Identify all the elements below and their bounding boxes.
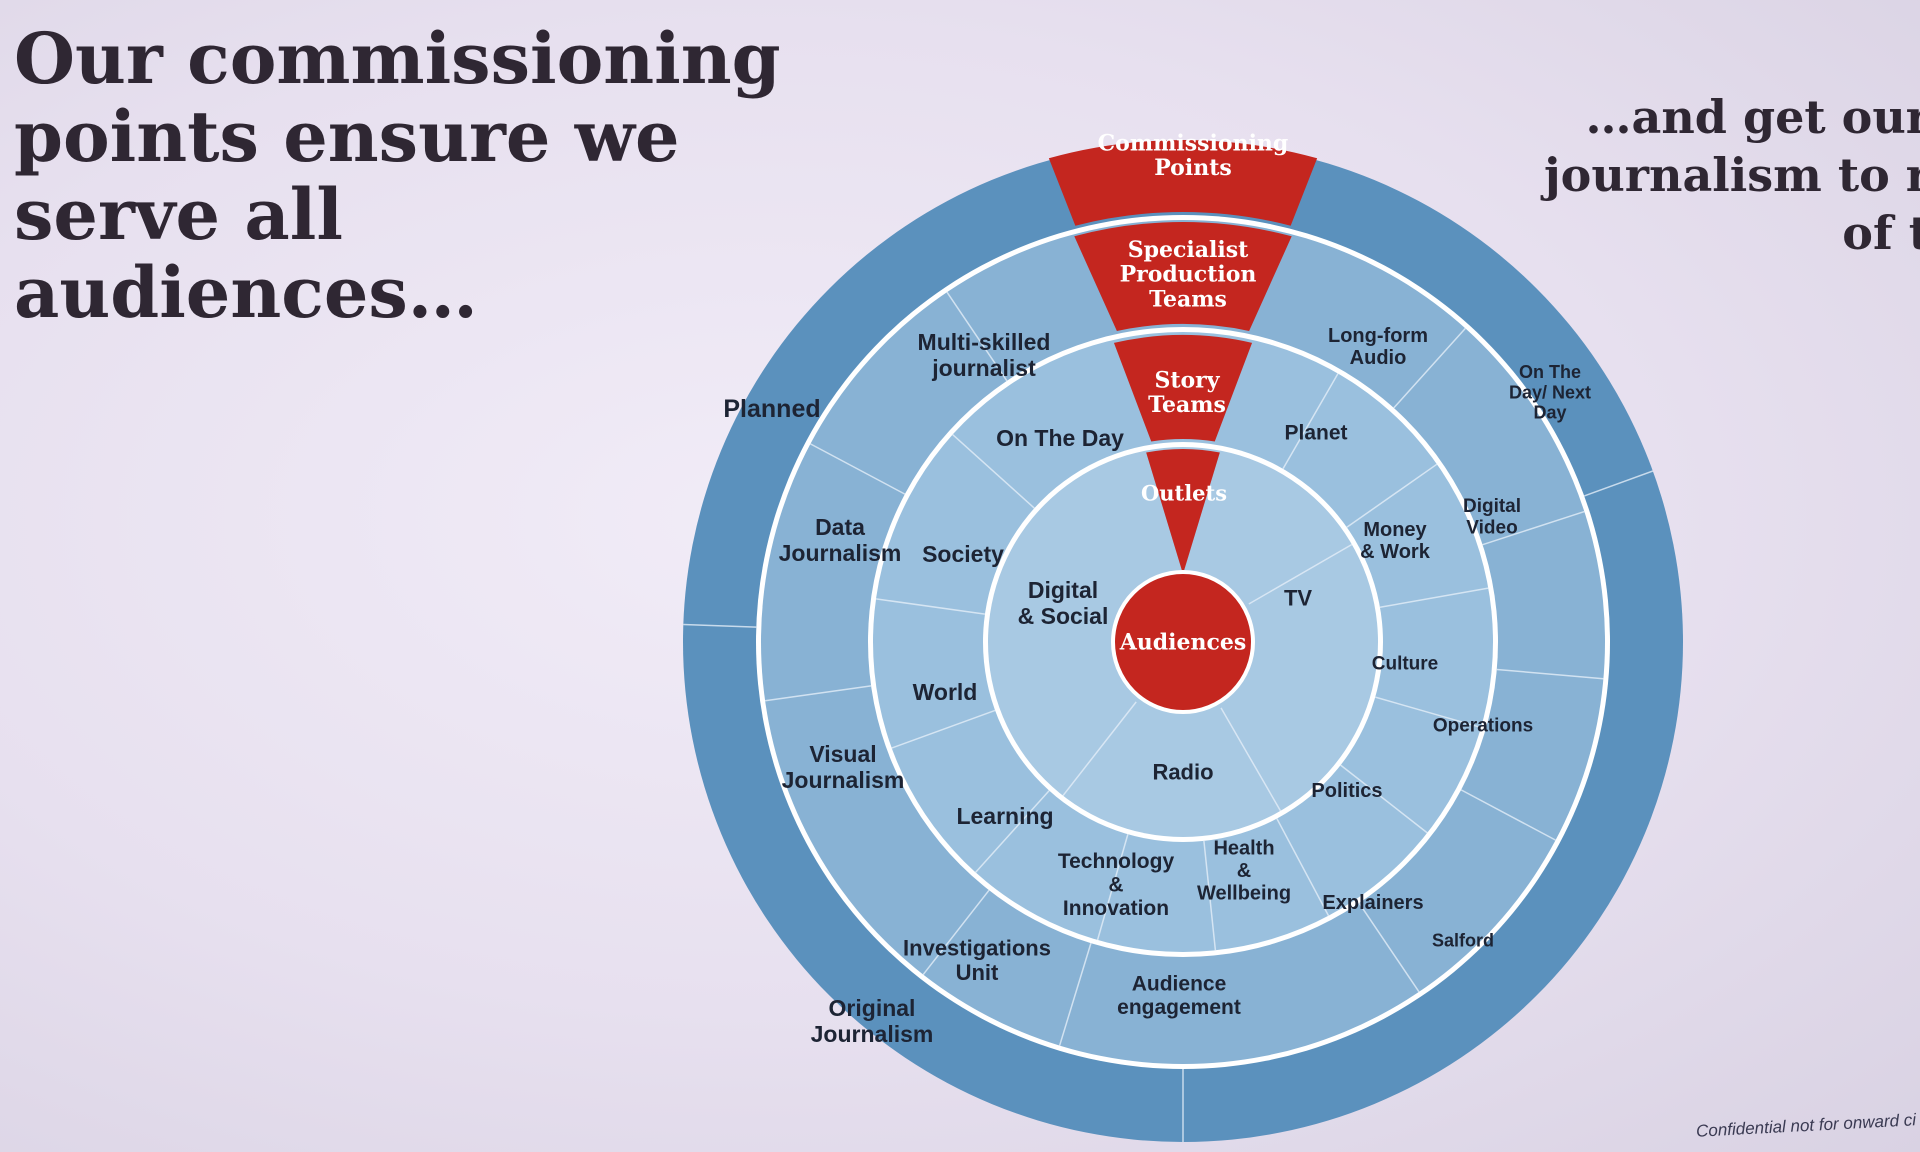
story-divider: [1276, 818, 1330, 917]
title-line: points ensure we: [14, 95, 680, 178]
specialist-divider: [1496, 668, 1604, 680]
outlets-wedge: [1146, 448, 1220, 574]
specialist-divider: [1058, 943, 1092, 1046]
outlets-divider: [1062, 701, 1137, 797]
story-divider: [1282, 373, 1339, 470]
story-divider: [1346, 463, 1438, 528]
story-divider: [1203, 840, 1217, 951]
story-divider: [1096, 834, 1129, 941]
story-divider: [1379, 587, 1489, 609]
title-line: …and get our: [1585, 90, 1920, 144]
title-line: serve all: [14, 173, 343, 256]
story-team-label: Money& Work: [1360, 519, 1431, 563]
outlet-label: TV: [1284, 586, 1312, 611]
title-line: of t: [1842, 206, 1920, 260]
slide-title-left: Our commissioning points ensure we serve…: [14, 20, 781, 332]
story-divider: [952, 434, 1035, 509]
story-wedge: [1113, 334, 1253, 442]
specialist-divider: [765, 685, 872, 702]
outlet-label: Radio: [1152, 760, 1213, 785]
specialist-wedge: [1074, 222, 1292, 331]
story-team-label: On The Day: [996, 425, 1124, 451]
title-line: journalism to r: [1544, 148, 1920, 202]
story-divider: [1375, 696, 1482, 729]
story-divider: [975, 790, 1050, 873]
story-team-label: Planet: [1284, 421, 1347, 444]
outlets-divider: [1248, 543, 1353, 605]
story-team-label: World: [913, 679, 978, 705]
audiences-label: Audiences: [1119, 630, 1247, 656]
story-team-label: Technology&Innovation: [1058, 850, 1175, 920]
story-team-label: Politics: [1311, 780, 1382, 802]
story-divider: [875, 598, 986, 615]
specialist-divider: [810, 443, 906, 495]
outer-divider: [1583, 470, 1654, 497]
slide-title-right: …and get our journalism to r of t: [1544, 88, 1920, 262]
story-team-label: Culture: [1372, 654, 1439, 675]
audiences-core: [1111, 570, 1255, 714]
title-line: Our commissioning: [14, 17, 781, 100]
specialist-divider: [922, 889, 990, 976]
specialist-team-label: Explainers: [1322, 892, 1423, 914]
commissioning-point-label: Planned: [723, 395, 820, 423]
specialist-divider: [1393, 327, 1466, 409]
story-team-label: Health&Wellbeing: [1197, 838, 1291, 905]
outlet-label: Digital& Social: [1018, 577, 1109, 629]
story-divider: [1340, 764, 1428, 834]
story-divider: [891, 709, 996, 749]
story-team-label: Society: [922, 541, 1004, 567]
specialist-divider: [946, 291, 1008, 382]
story-team-label: Learning: [956, 803, 1053, 829]
outlets-divider: [1220, 707, 1282, 812]
outer-divider: [683, 623, 757, 628]
title-line: audiences…: [14, 251, 478, 334]
outlets-label: Outlets: [1141, 480, 1227, 505]
commissioning-point-label: Salford: [1432, 930, 1494, 950]
specialist-divider: [1358, 902, 1420, 993]
specialist-team-label: Operations: [1433, 716, 1533, 737]
commissioning-wedge: [1048, 140, 1318, 226]
specialist-divider: [1460, 789, 1556, 841]
specialist-divider: [1482, 510, 1585, 546]
